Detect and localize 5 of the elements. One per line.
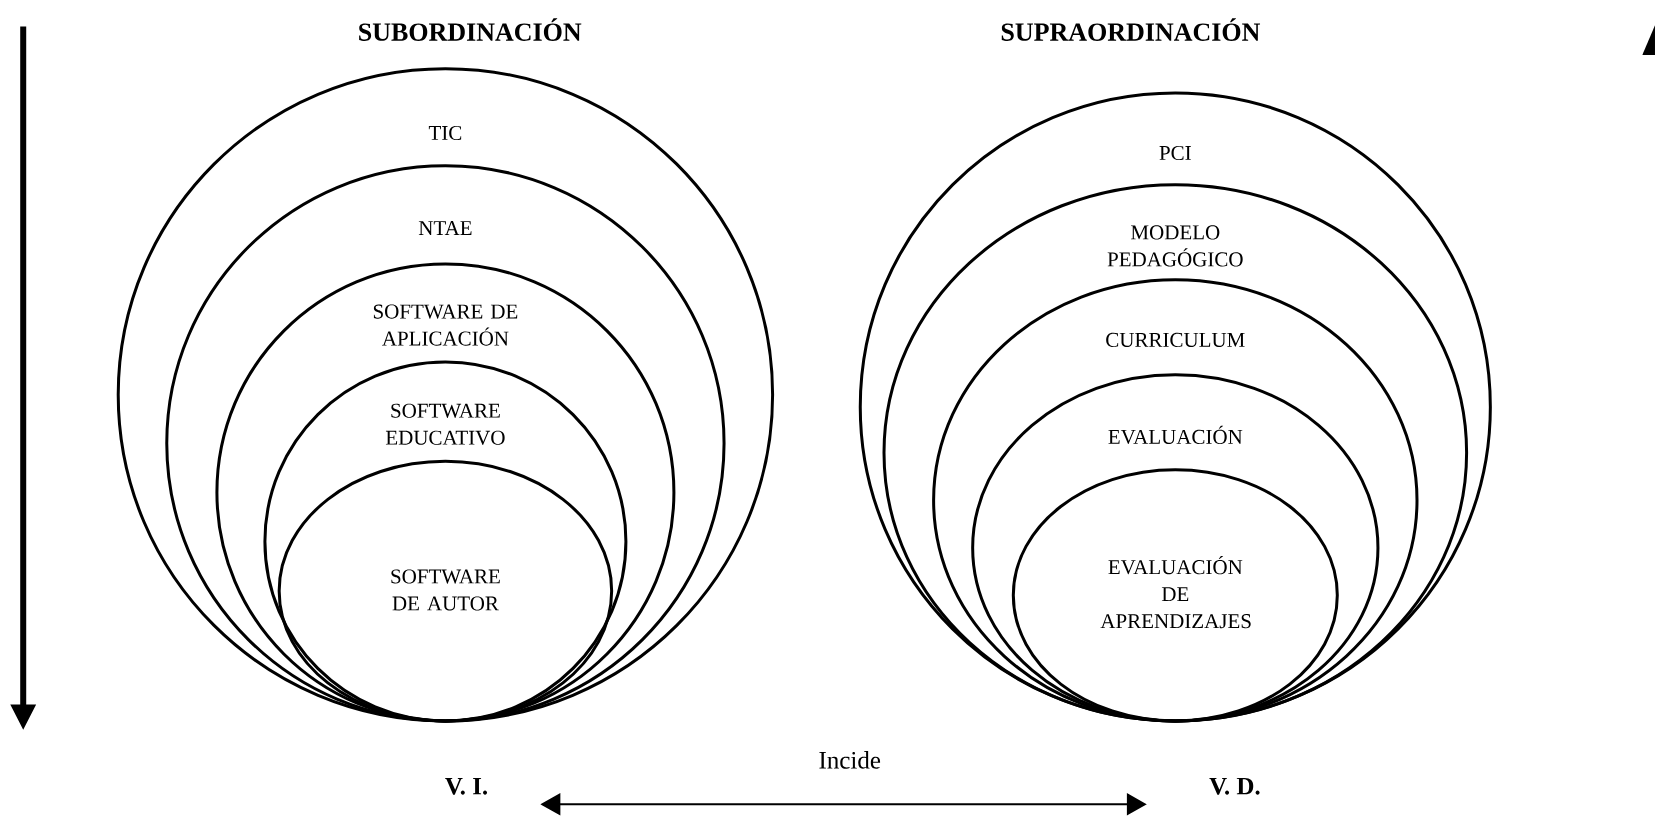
variable-label: V. D. bbox=[1209, 777, 1260, 795]
variable-label: V. I. bbox=[445, 777, 488, 795]
heading: SUBORDINACIÓN bbox=[359, 18, 582, 41]
edge-label: Incide bbox=[819, 751, 881, 769]
heading: SUPRAORDINACIÓN bbox=[1001, 18, 1261, 41]
